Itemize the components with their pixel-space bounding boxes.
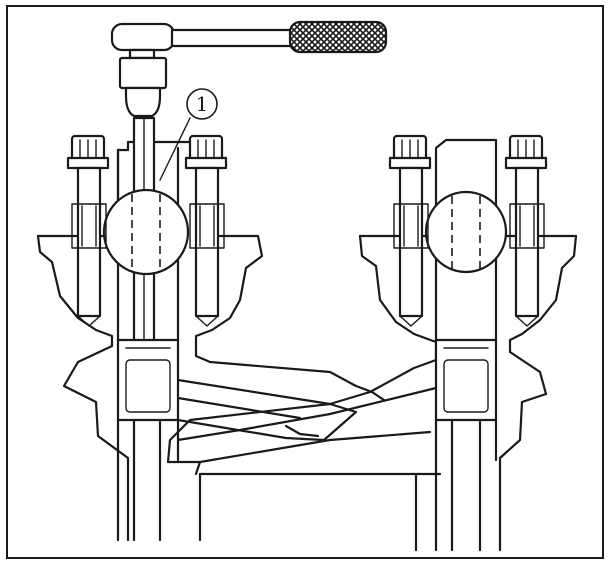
right-cam-journal	[424, 190, 508, 274]
left-tappet-cup	[116, 338, 180, 422]
socket-wrench-tool	[110, 20, 388, 118]
crossing-runners	[176, 378, 442, 552]
right-cylinder-head	[166, 134, 578, 552]
ratchet-head	[110, 22, 176, 52]
left-head-bolt-1	[66, 134, 110, 327]
socket-body	[118, 56, 168, 90]
callout-1: 1	[159, 88, 218, 181]
right-head-bolt-1	[388, 134, 432, 327]
right-head-bolt-2	[504, 134, 548, 327]
callout-1-label: 1	[196, 92, 209, 116]
left-cylinder-head	[36, 116, 386, 542]
knurled-grip	[288, 20, 388, 54]
right-tappet-cup	[434, 338, 498, 422]
diagram-frame	[6, 5, 604, 559]
left-cam-journal	[102, 188, 190, 276]
left-head-bolt-2	[184, 134, 228, 327]
